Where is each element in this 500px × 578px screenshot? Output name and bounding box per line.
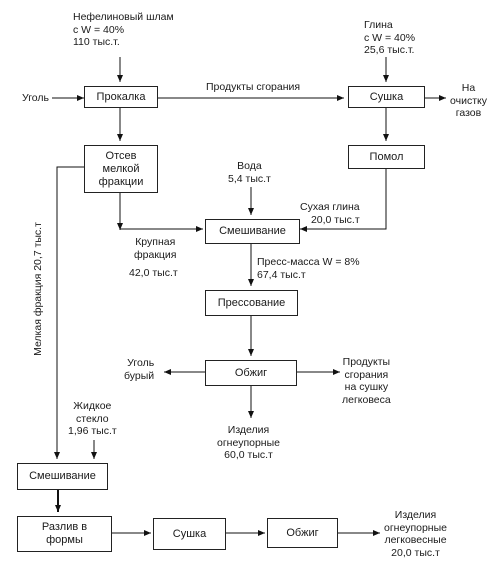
line-coarse-path: [119, 193, 203, 230]
label-combustion-products: Продукты сгорания: [206, 81, 301, 93]
label-to-gas-cleaning: На очистку газов: [450, 82, 487, 119]
label-refractory-products: Изделия огнеупорные 60,0 тыс.т: [217, 424, 280, 461]
box-smeshivanie-left: Смешивание: [17, 463, 108, 490]
label-brown-coal: Уголь бурый: [124, 357, 155, 382]
label-gases-to-dryer: Продукты сгорания на сушку легковеса: [342, 356, 391, 406]
box-prokalka: Прокалка: [84, 86, 158, 108]
label-nefelin-slurry: Нефелиновый шлам с W = 40% 110 тыс.т.: [73, 11, 174, 48]
box-razliv: Разлив в формы: [17, 516, 112, 552]
label-press-mass: Пресс-масса W = 8% 67,4 тыс.т: [257, 256, 360, 281]
box-pomol: Помол: [348, 145, 425, 169]
label-liquid-glass: Жидкое стекло 1,96 тыс.т: [68, 400, 117, 437]
label-clay-input: Глина с W = 40% 25,6 тыс.т.: [364, 19, 416, 56]
line-fine-fraction: [56, 166, 84, 456]
box-pressovanie: Прессование: [205, 290, 298, 316]
label-coal: Уголь: [22, 92, 50, 104]
label-lightweight-products: Изделия огнеупорные легковесные 20,0 тыс…: [384, 509, 447, 559]
box-sushka-top: Сушка: [348, 86, 425, 108]
label-fine-fraction: Мелкая фракция 20,7 тыс.т: [31, 222, 44, 356]
label-coarse-value: 42,0 тыс.т: [129, 267, 178, 279]
box-otsev: Отсев мелкой фракции: [84, 145, 158, 193]
box-obzhig-main: Обжиг: [205, 360, 297, 386]
line-mill-to-mix: [300, 169, 387, 230]
label-dry-clay: Сухая глина 20,0 тыс.т: [300, 201, 360, 226]
box-smeshivanie-main: Смешивание: [205, 219, 300, 244]
box-obzhig-bottom: Обжиг: [267, 518, 338, 548]
label-water: Вода 5,4 тыс.т: [228, 160, 271, 185]
box-sushka-bottom: Сушка: [153, 518, 226, 550]
label-coarse-fraction: Крупная фракция: [134, 236, 177, 261]
